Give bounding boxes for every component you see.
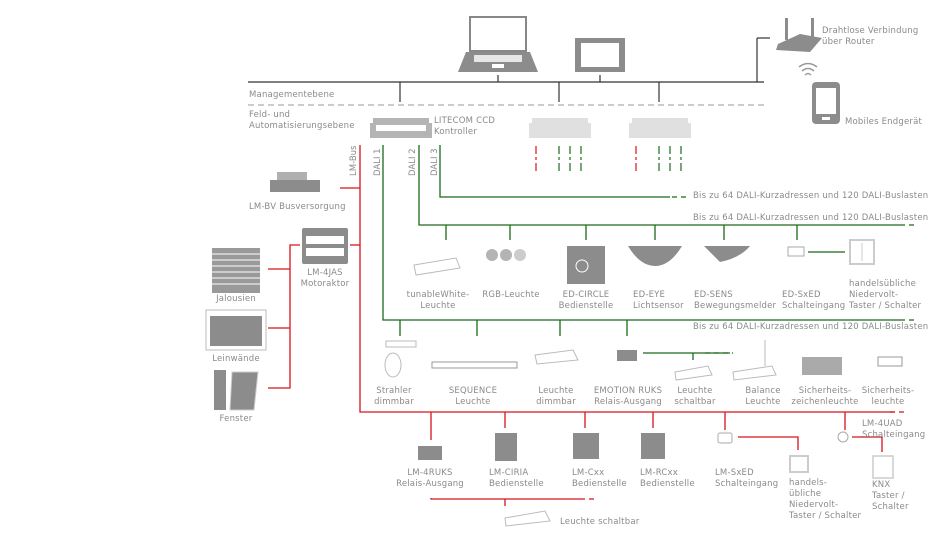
touch-panel-icon: [575, 38, 625, 72]
dali1-label: DALI 1: [373, 148, 383, 176]
lm-4jas-label: LM-4JAS Motoraktor: [300, 268, 350, 289]
device-label: handels- übliche Niedervolt- Taster / Sc…: [789, 478, 862, 521]
lm-4ruks-icon: [418, 446, 442, 460]
lm-bus-label: LM-Bus: [349, 145, 359, 176]
device-label: LM-Cxx Bedienstelle: [572, 468, 627, 489]
device-label: SEQUENCE Leuchte: [448, 386, 498, 407]
device-label: Leuchte schaltbar: [674, 386, 716, 407]
device-label: Sicherheits- leuchte: [861, 386, 915, 407]
rgb-luminaire-icon: [486, 249, 526, 261]
device-label: ED-EYE Lichtsensor: [633, 290, 684, 311]
lm-cxx-icon: [573, 433, 599, 459]
device-label: RGB-Leuchte: [482, 290, 540, 300]
jalousien-icon: [212, 248, 260, 293]
device-label: Balance Leuchte: [745, 386, 781, 407]
ed-sens-icon: [704, 246, 750, 262]
lm-rcxx-icon: [641, 433, 665, 459]
device-label: LM-4UAD Schalteingang: [862, 419, 926, 440]
lm-bus: [268, 145, 895, 506]
device-label: EMOTION RUKS Relais-Ausgang: [593, 386, 663, 407]
device-label: Leuchte schaltbar: [560, 517, 640, 527]
fenster-label: Fenster: [219, 414, 253, 424]
tunable-white-luminaire-icon: [413, 257, 461, 276]
switchable-luminaire-lm-icon: [504, 510, 551, 527]
lm-sxed-icon: [717, 432, 733, 444]
mobile-label: Mobiles Endgerät: [845, 117, 923, 127]
wall-switch-lm-icon: [789, 455, 809, 473]
device-label: ED-CIRCLE Bedienstelle: [558, 290, 614, 311]
controller-2-icon: [529, 118, 591, 138]
wall-switch-icon: [849, 239, 875, 265]
ed-eye-icon: [628, 246, 682, 266]
management-level-label: Managementebene: [249, 90, 335, 100]
window-icon: [214, 370, 259, 411]
device-label: handelsübliche Niedervolt- Taster / Scha…: [849, 279, 922, 311]
emergency-light-icon: [877, 356, 903, 367]
router-icon: [776, 18, 822, 52]
field-level-label: Feld- und Automatisierungsebene: [249, 110, 355, 131]
device-label: ED-SENS Bewegungsmelder: [694, 290, 777, 311]
lm-ciria-icon: [495, 433, 517, 461]
device-label: tunableWhite- Leuchte: [406, 290, 470, 311]
device-label: Strahler dimmbar: [374, 386, 414, 407]
lm-bv-label: LM-BV Busversorgung: [249, 202, 346, 212]
mobile-device-icon: [812, 82, 840, 124]
litecom-controller-icon: [370, 118, 432, 138]
knx-switch-icon: [872, 455, 894, 479]
controller-label: LITECOM CCD Kontroller: [434, 116, 496, 137]
dali2-label: DALI 2: [408, 148, 418, 176]
jalousien-label: Jalousien: [216, 294, 256, 304]
device-label: KNX Taster / Schalter: [872, 480, 909, 512]
controller-3-icon: [629, 118, 691, 138]
dimmable-luminaire-icon: [534, 349, 579, 365]
wifi-icon: [798, 62, 818, 76]
router-label: Drahtlose Verbindung über Router: [822, 26, 919, 47]
lm-4uad-icon: [837, 431, 849, 443]
device-label: Sicherheits- zeichenleuchte: [791, 386, 859, 407]
device-label: Leuchte dimmbar: [536, 386, 576, 407]
device-label: ED-SxED Schalteingang: [782, 290, 846, 311]
switchable-luminaire-icon: [674, 365, 713, 381]
dali3-label: DALI 3: [430, 148, 440, 176]
device-label: LM-RCxx Bedienstelle: [640, 468, 695, 489]
exit-sign-icon: [802, 357, 842, 375]
controller-stubs: [535, 146, 682, 172]
leinwaende-label: Leinwände: [212, 354, 260, 364]
lm-4jas-icon: [302, 228, 348, 264]
laptop-icon: [458, 16, 538, 72]
dali1-capacity-note: Bis zu 64 DALI-Kurzadressen und 120 DALI…: [693, 322, 929, 332]
sequence-luminaire-icon: [431, 361, 518, 369]
ed-sxed-icon: [787, 246, 805, 257]
dali3-capacity-note: Bis zu 64 DALI-Kurzadressen und 120 DALI…: [693, 191, 929, 201]
device-label: LM-4RUKS Relais-Ausgang: [396, 468, 464, 489]
device-label: LM-SxED Schalteingang: [715, 468, 779, 489]
emotion-ruks-icon: [617, 350, 637, 361]
ed-circle-icon: [567, 246, 605, 284]
device-label: LM-CIRIA Bedienstelle: [489, 468, 544, 489]
management-network: [248, 37, 770, 102]
projection-screen-icon: [205, 309, 267, 351]
balance-luminaire-icon: [732, 340, 777, 381]
dali-buses: [382, 145, 900, 360]
spotlight-icon: [384, 340, 417, 378]
dali2-capacity-note: Bis zu 64 DALI-Kurzadressen und 120 DALI…: [693, 213, 929, 223]
lm-bv-icon: [270, 172, 320, 192]
